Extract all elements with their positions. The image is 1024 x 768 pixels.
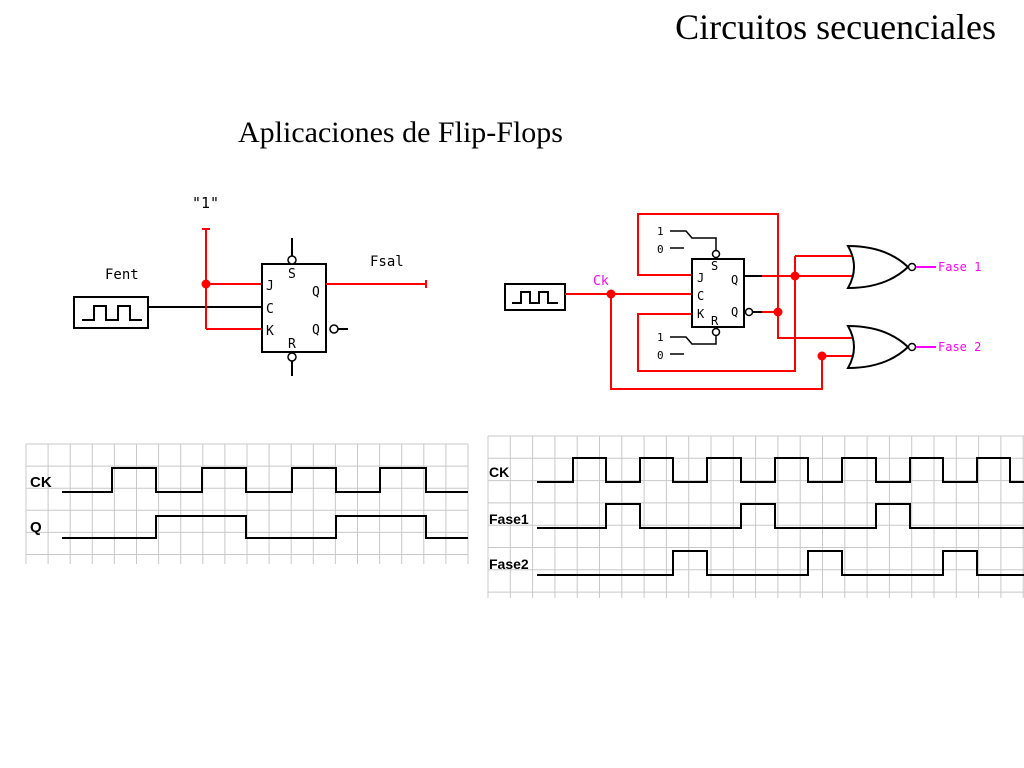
input-label-fent: Fent [105, 267, 139, 283]
junction-dot [817, 351, 827, 361]
switch-r-low-label: 0 [657, 349, 664, 362]
switch-s[interactable] [670, 230, 717, 250]
timing-right: CK Fase1 Fase2 [489, 457, 1024, 576]
signal-label-q: Q [30, 519, 42, 536]
pin-qbar-label: Q [731, 305, 738, 319]
signal-label-ck: CK [30, 474, 52, 491]
junction-dot [773, 307, 783, 317]
pin-qbar-label: Q [312, 323, 320, 338]
pin-q-label: Q [731, 273, 738, 287]
waveform-ck-right [537, 457, 1024, 483]
output-label-fase2: Fase 2 [938, 340, 981, 354]
switch-s-high-label: 1 [657, 225, 664, 238]
or-gate-1 [846, 244, 910, 290]
jk-flipflop-left [261, 263, 327, 353]
waveform-q-left [62, 515, 468, 539]
slide-subtitle: Aplicaciones de Flip-Flops [238, 116, 563, 149]
signal-label-fase2: Fase2 [489, 556, 529, 572]
pin-s-label: S [288, 267, 296, 282]
page-title: Circuitos secuenciales [675, 7, 996, 47]
timing-grid-left [25, 443, 469, 564]
clock-source-left [73, 296, 149, 329]
square-wave-icon [512, 291, 558, 304]
signal-label-ck: CK [489, 464, 509, 480]
jk-flipflop-right [691, 258, 745, 328]
waveform-fase2 [537, 550, 1024, 576]
timing-grid-right [487, 435, 1024, 598]
junction-dot [201, 279, 211, 289]
pin-q-label: Q [312, 285, 320, 300]
circuit-right: Ck J C K S R Q Q 1 0 1 0 [504, 213, 981, 390]
output-label-fase1: Fase 1 [938, 260, 981, 274]
switch-s-low-label: 0 [657, 243, 664, 256]
pin-k-label: K [266, 324, 274, 339]
waveform-ck-left [62, 467, 468, 493]
const-one-label: "1" [192, 194, 219, 212]
timing-left: CK Q [30, 467, 468, 539]
pin-c-label: C [697, 289, 704, 303]
pin-k-label: K [697, 307, 705, 321]
clock-to-gate2-wire [610, 294, 823, 390]
pin-j-label: J [697, 271, 704, 285]
pin-r-label: R [711, 314, 719, 328]
waveform-fase1 [537, 503, 1024, 529]
square-wave-icon [82, 305, 142, 321]
output-label-fsal: Fsal [370, 254, 404, 270]
switch-r-high-label: 1 [657, 331, 664, 344]
signal-label-fase1: Fase1 [489, 511, 529, 527]
pin-s-label: S [711, 259, 718, 273]
clock-label-ck: Ck [593, 274, 609, 289]
switch-r[interactable] [670, 336, 717, 345]
circuit-left: Fent "1" J C K S R Q Q Fsal [73, 194, 427, 376]
clock-source-right [504, 283, 566, 311]
or-gate-2 [846, 324, 910, 370]
pin-c-label: C [266, 302, 274, 317]
pin-j-label: J [266, 279, 274, 294]
pin-r-label: R [288, 337, 296, 352]
